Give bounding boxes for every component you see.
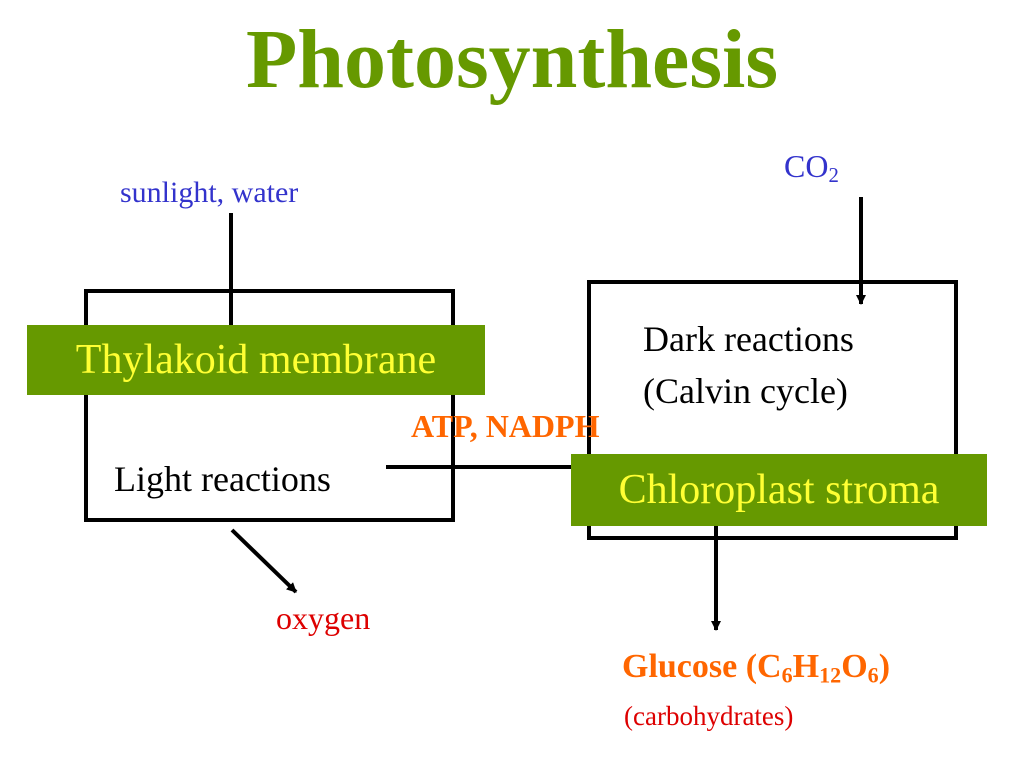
sunlight-water-label: sunlight, water: [120, 176, 299, 209]
dark-reactions-line-2: (Calvin cycle): [643, 371, 848, 412]
glucose-c-subscript: 6: [781, 662, 793, 688]
carbohydrates-label: (carbohydrates): [624, 701, 794, 731]
oxygen-output-arrow: [230, 528, 298, 594]
light-reactions-box: [84, 289, 455, 522]
oxygen-label: oxygen: [276, 600, 371, 636]
dark-reactions-box: [587, 280, 958, 540]
co2-label: CO2: [784, 148, 839, 186]
glucose-o: O: [841, 648, 868, 685]
atp-nadph-label: ATP, NADPH: [411, 408, 600, 444]
glucose-h-subscript: 12: [819, 662, 842, 688]
glucose-suffix: ): [878, 648, 891, 685]
dark-reactions-label: Dark reactions (Calvin cycle): [643, 313, 854, 417]
thylakoid-membrane-text: Thylakoid membrane: [75, 337, 437, 383]
co2-label-subscript: 2: [828, 164, 839, 188]
light-reactions-label: Light reactions: [114, 459, 331, 499]
dark-reactions-line-1: Dark reactions: [643, 319, 854, 359]
glucose-prefix: Glucose (C: [622, 648, 782, 685]
glucose-o-subscript: 6: [867, 662, 879, 688]
thylakoid-membrane-label: Thylakoid membrane: [27, 325, 485, 395]
co2-label-base: CO: [784, 148, 829, 184]
glucose-label: Glucose (C6H12O6): [622, 648, 891, 687]
page-title: Photosynthesis: [245, 13, 779, 106]
chloroplast-stroma-text: Chloroplast stroma: [618, 467, 940, 513]
glucose-h: H: [792, 648, 820, 685]
chloroplast-stroma-label: Chloroplast stroma: [571, 454, 987, 526]
